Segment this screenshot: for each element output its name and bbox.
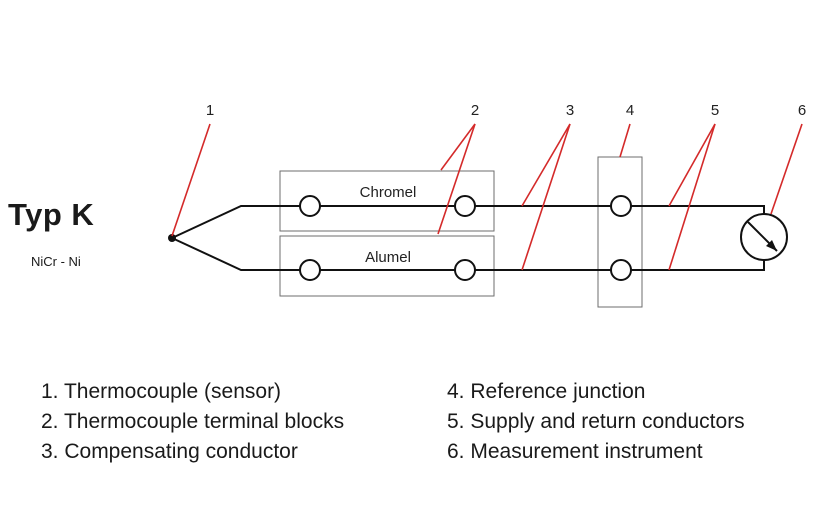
legend-item-2: 2. Thermocouple terminal blocks (41, 410, 345, 433)
terminal-1-top (299, 195, 321, 217)
chromel-label: Chromel (360, 184, 417, 201)
sensor-wire-top (171, 205, 310, 239)
sensor-wire-bottom (171, 237, 310, 271)
reference-terminal-top (610, 195, 632, 217)
legend-left: 1. Thermocouple (sensor) 2. Thermocouple… (41, 377, 344, 467)
terminal-block-bottom (279, 235, 495, 297)
leader-3a (521, 123, 571, 207)
instrument-needle-arrow (766, 240, 777, 251)
leader-4 (619, 123, 631, 158)
terminal-block-top (279, 170, 495, 232)
callout-6: 6 (798, 102, 806, 119)
diagram-subtitle: NiCr - Ni (31, 254, 81, 269)
legend-item-6: 6. Measurement instrument (447, 440, 703, 463)
return-conductor (621, 260, 765, 271)
leader-5b (668, 123, 716, 271)
terminal-2-bottom (454, 259, 476, 281)
leader-1 (171, 123, 211, 237)
terminal-1-bottom (299, 259, 321, 281)
sensor-junction-dot (168, 234, 176, 242)
leader-6 (770, 123, 803, 215)
leader-3b (521, 123, 571, 271)
legend-item-3: 3. Compensating conductor (41, 440, 298, 463)
callout-5: 5 (711, 102, 719, 119)
legend-item-1: 1. Thermocouple (sensor) (41, 380, 282, 403)
legend-right: 4. Reference junction 5. Supply and retu… (447, 377, 745, 467)
reference-terminal-bottom (610, 259, 632, 281)
leader-5a (668, 123, 716, 207)
legend-item-5: 5. Supply and return conductors (447, 410, 745, 433)
reference-junction-box (597, 156, 643, 308)
terminal-2-top (454, 195, 476, 217)
alumel-label: Alumel (365, 249, 411, 266)
callout-1: 1 (206, 102, 214, 119)
callout-3: 3 (566, 102, 574, 119)
supply-conductor (621, 205, 765, 214)
leader-2b (437, 123, 476, 235)
legend-item-4: 4. Reference junction (447, 380, 646, 403)
leader-2a (440, 123, 476, 171)
callout-4: 4 (626, 102, 634, 119)
callout-2: 2 (471, 102, 479, 119)
diagram-title: Typ K (8, 197, 95, 232)
